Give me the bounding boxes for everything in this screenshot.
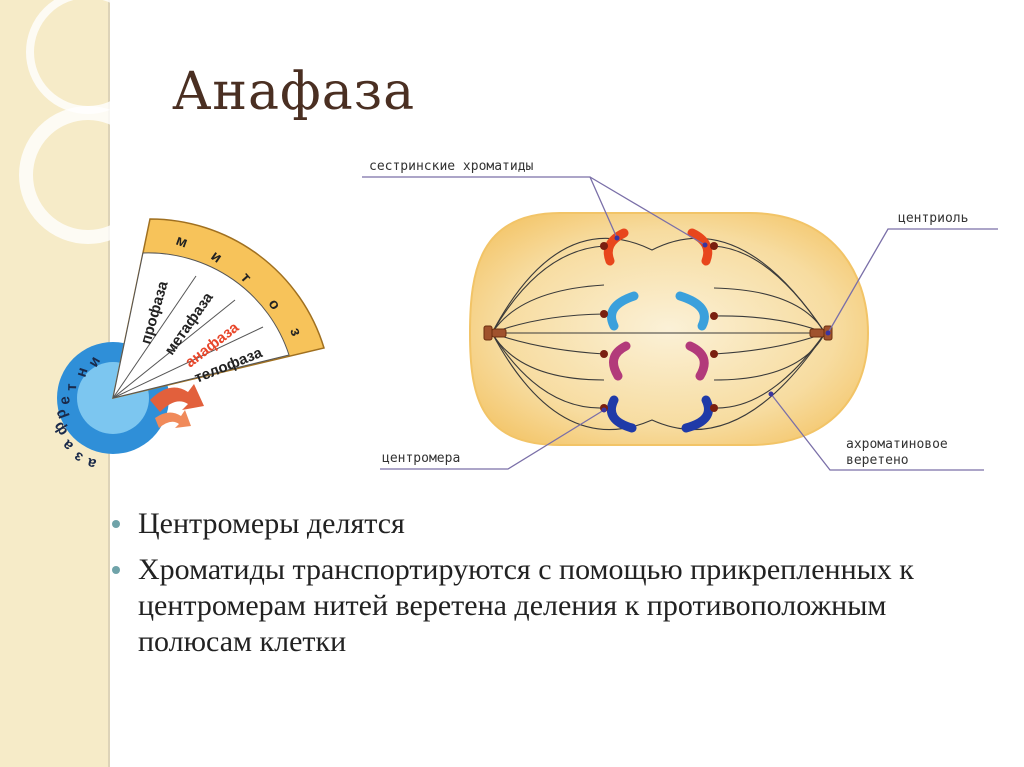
centromere-dots	[600, 242, 718, 412]
label-spindle-1: ахроматиновое	[846, 437, 948, 452]
page-title: Анафаза	[172, 62, 416, 122]
label-centromere: центромера	[382, 451, 460, 466]
decorative-rings	[19, 0, 157, 244]
chromatids	[603, 228, 713, 433]
mitosis-wheel: профаза метафаза анафаза телофаза м и т …	[50, 218, 325, 473]
cell-membrane	[468, 212, 870, 446]
centriole-left	[483, 325, 507, 341]
interphase-letter: з	[71, 448, 86, 466]
label-spindle-2: веретено	[846, 453, 909, 468]
label-sister-chromatids: сестринские хроматиды	[369, 159, 534, 174]
interphase-letter: е	[56, 395, 74, 406]
leader-dots	[601, 235, 831, 413]
interphase-letter: а	[58, 436, 76, 454]
cell-diagram: сестринские хроматиды центриоль центроме…	[362, 159, 998, 471]
transition-arrow-icon	[150, 384, 204, 428]
bullet-item: Центромеры делятся	[112, 506, 992, 542]
spindle-fibers	[491, 237, 826, 431]
label-leaders	[362, 176, 998, 471]
interphase-letter: а	[85, 454, 98, 473]
mitosis-letter: м	[174, 232, 190, 252]
bullet-list: Центромеры делятся Хроматиды транспортир…	[112, 506, 992, 670]
label-centriole: центриоль	[898, 211, 968, 226]
bullet-item: Хроматиды транспортируются с помощью при…	[112, 552, 992, 660]
interphase-letter: т	[63, 383, 80, 391]
